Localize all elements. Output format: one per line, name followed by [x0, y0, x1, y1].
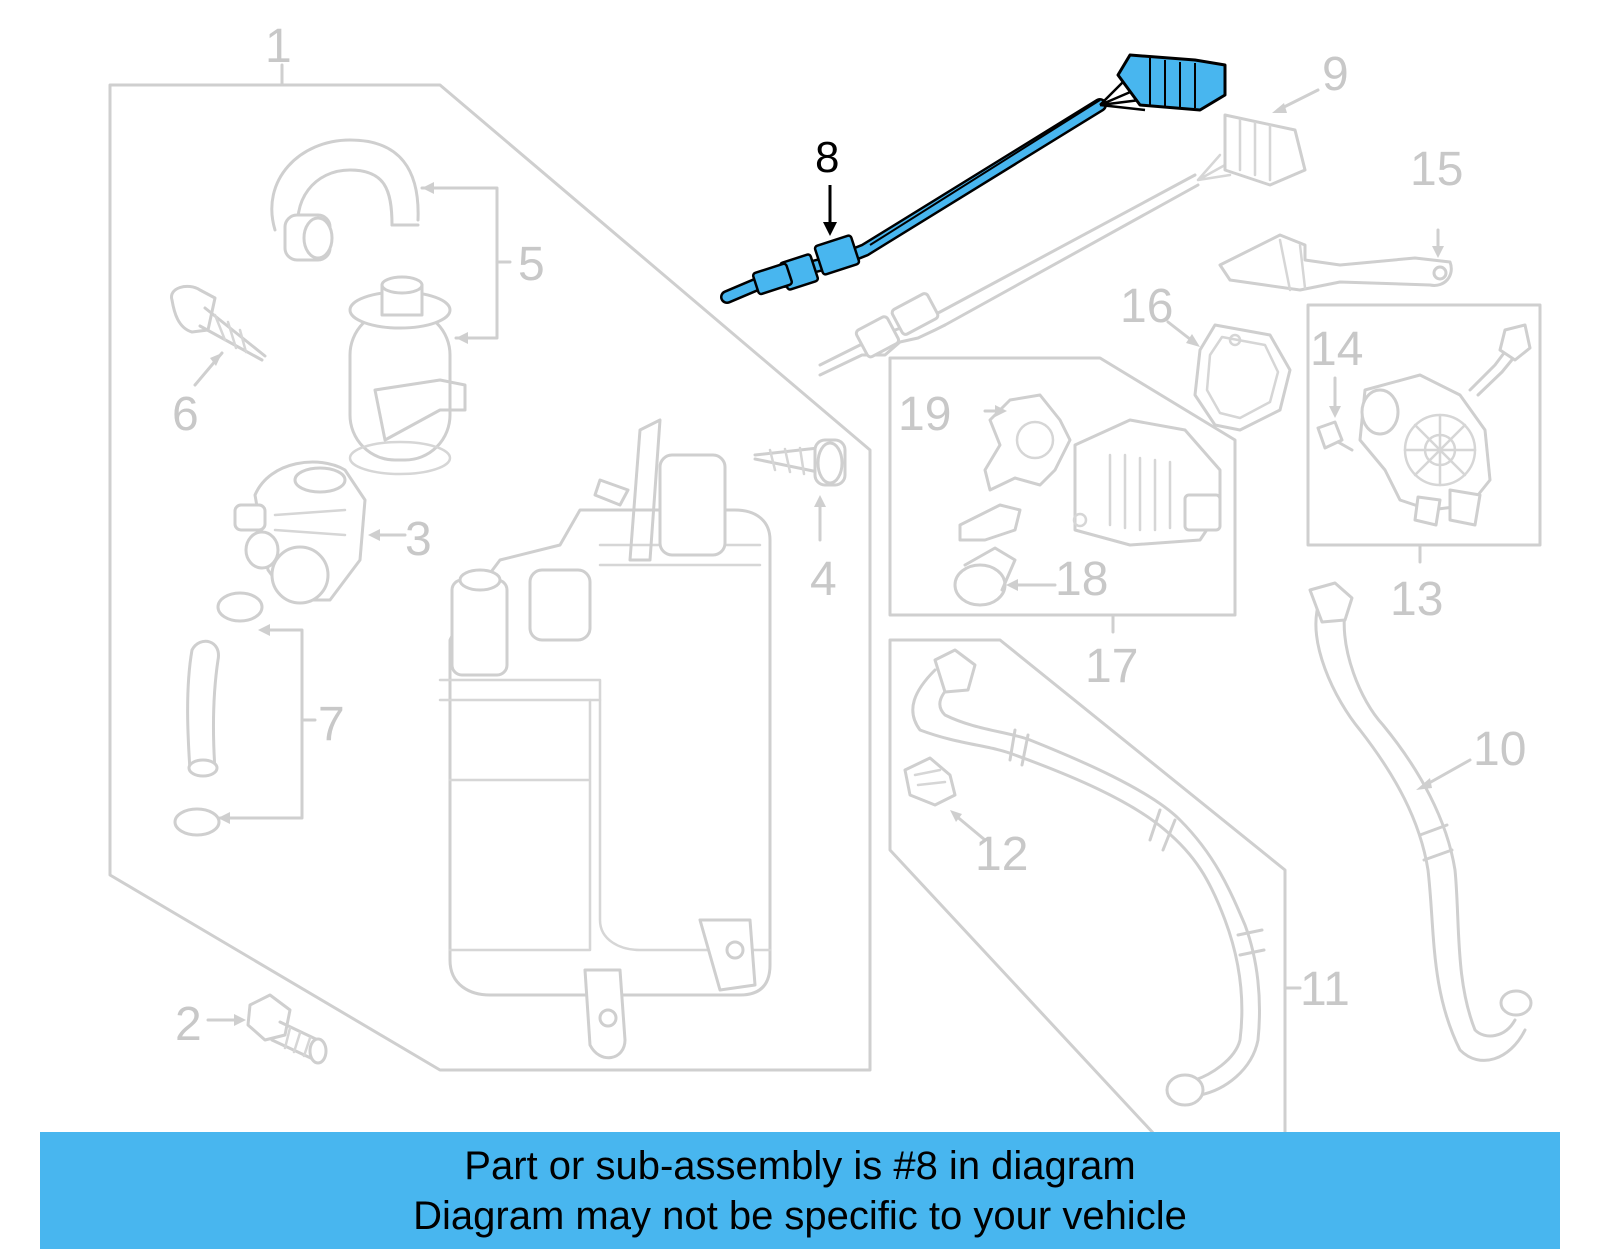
valve-egr [1072, 418, 1222, 547]
callout-11: 11 [1300, 963, 1350, 1016]
callout-15: 15 [1410, 143, 1463, 196]
group-13-outline [1306, 303, 1542, 564]
group-17-outline [888, 356, 1237, 634]
sensor-part-9 [818, 88, 1320, 377]
info-banner: Part or sub-assembly is #8 in diagram Di… [40, 1132, 1560, 1249]
callout-19: 19 [898, 388, 951, 441]
callout-4: 4 [810, 553, 837, 606]
hose-part-10 [1308, 581, 1533, 1062]
callout-labels: 1 2 3 4 5 6 7 8 9 10 11 12 13 14 15 16 1… [172, 20, 1526, 1051]
callout-14: 14 [1310, 323, 1363, 376]
hose-part-11 [911, 648, 1266, 1107]
hose-part-5 [270, 138, 420, 262]
banner-line-disclaimer: Diagram may not be specific to your vehi… [413, 1193, 1187, 1238]
callout-12: 12 [975, 828, 1028, 881]
pump-part-13 [1358, 323, 1532, 527]
canister-body [438, 418, 772, 1060]
bolt-part-2 [206, 993, 328, 1065]
callout-17: 17 [1085, 640, 1138, 693]
callout-7: 7 [318, 698, 345, 751]
hose-part-7 [173, 591, 317, 837]
valve-part-3 [233, 460, 407, 605]
part-18 [953, 503, 1057, 607]
callout-8-highlighted: 8 [815, 133, 839, 182]
callout-2: 2 [175, 998, 202, 1051]
sensor-part-14 [1316, 376, 1354, 452]
sensor-part-8-highlighted [720, 53, 1227, 304]
callout-6: 6 [172, 388, 199, 441]
part-16 [1166, 320, 1292, 432]
banner-line-part: Part or sub-assembly is #8 in diagram [464, 1143, 1136, 1188]
bracket-part-15 [1218, 228, 1453, 292]
filter-part-5 [348, 275, 467, 476]
callout-1: 1 [265, 20, 292, 73]
group-11-outline [888, 638, 1302, 1137]
callout-10: 10 [1473, 723, 1526, 776]
callout-3: 3 [405, 513, 432, 566]
screw-part-4 [753, 438, 847, 542]
callout-16: 16 [1120, 280, 1173, 333]
bolt-part-6 [170, 284, 267, 387]
leader-5 [420, 182, 512, 344]
group-1-outline [108, 63, 872, 1072]
callout-9: 9 [1322, 48, 1349, 101]
sensor-part-12 [903, 756, 987, 842]
callout-13: 13 [1390, 573, 1443, 626]
gasket-part-19 [983, 393, 1072, 492]
callout-5: 5 [518, 238, 545, 291]
callout-18: 18 [1055, 553, 1108, 606]
